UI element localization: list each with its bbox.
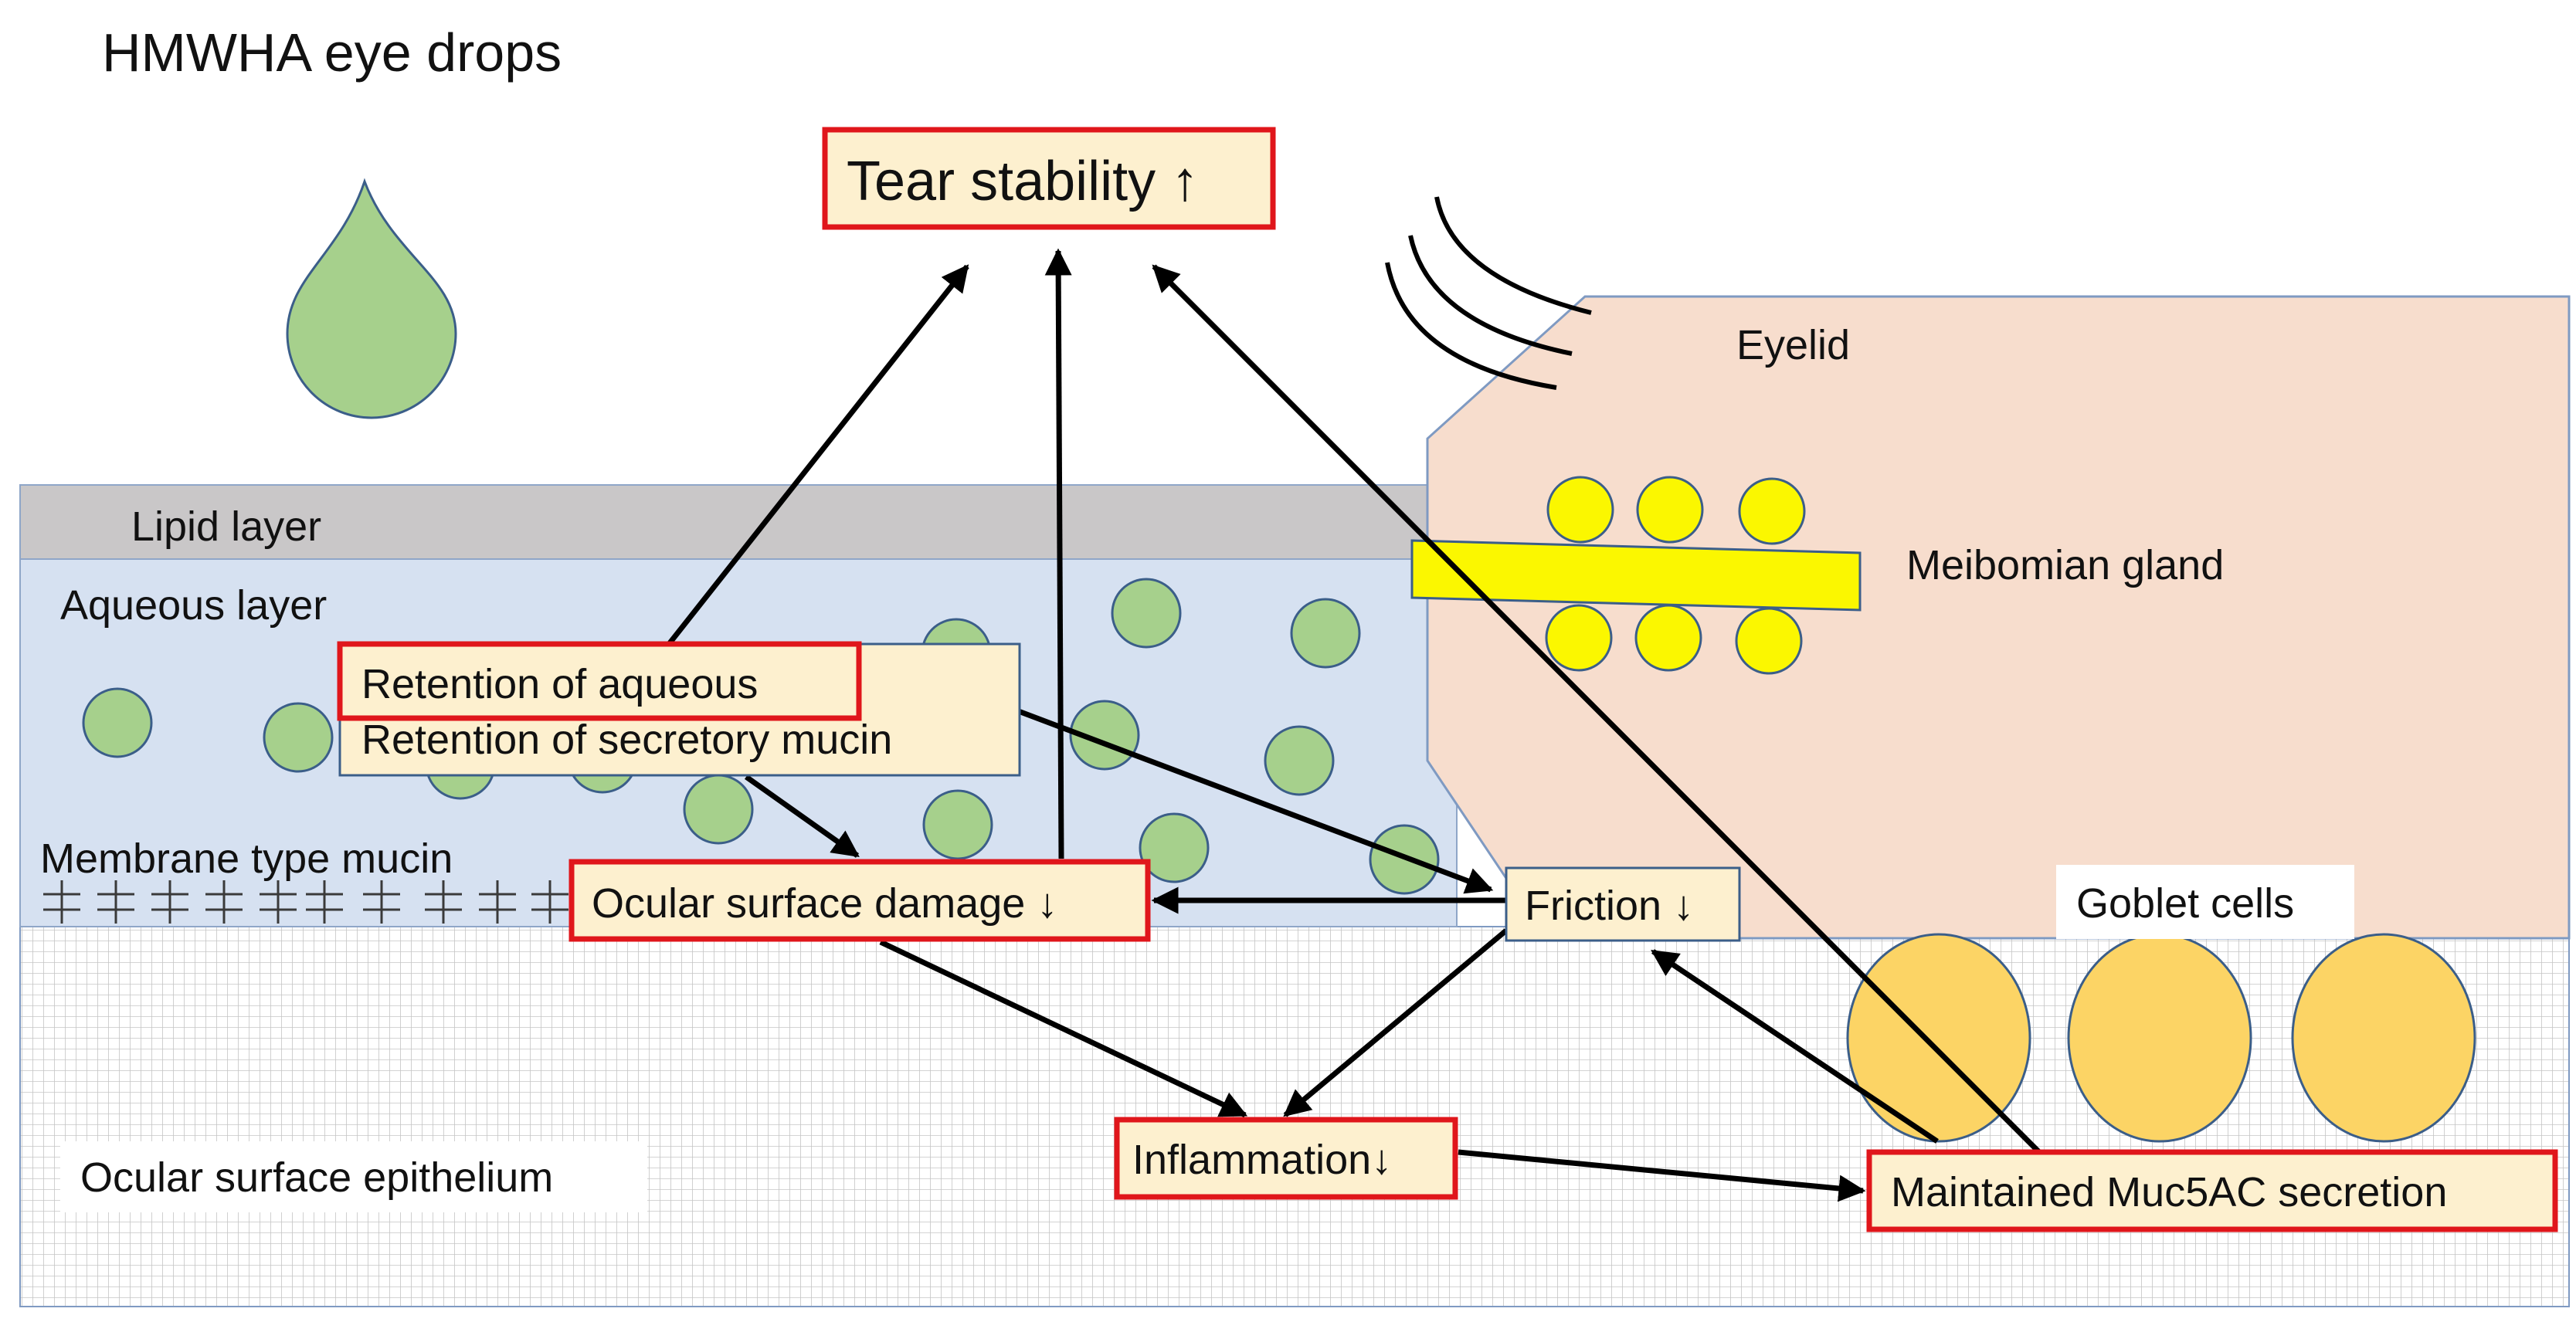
- eye-drop-icon: [286, 178, 457, 419]
- retention-mucin-label: Retention of secretory mucin: [361, 717, 892, 763]
- membrane-mucin-marks: [43, 880, 568, 924]
- diagram-title: HMWHA eye drops: [102, 22, 562, 83]
- goblet-cell: [2067, 933, 2252, 1143]
- friction-box: Friction ↓: [1505, 866, 1741, 942]
- arrow-retention-to-damage: [744, 775, 860, 858]
- aqueous-particle: [263, 702, 334, 773]
- goblet-cells: [1846, 933, 2476, 1143]
- meibomian-gland-shape: [1410, 476, 1862, 675]
- aqueous-particle: [922, 789, 993, 860]
- ocular-damage-label: Ocular surface damage ↓: [592, 880, 1057, 927]
- friction-label: Friction ↓: [1525, 883, 1694, 929]
- muc5ac-box: Maintained Muc5AC secretion: [1866, 1149, 2558, 1232]
- goblet-label-bg: [2056, 865, 2354, 939]
- goblet-cell: [1846, 933, 2031, 1143]
- arrow-damage-to-inflammation: [879, 939, 1248, 1118]
- arrow-damage-to-tear: [1044, 248, 1072, 859]
- epithelium-label: Ocular surface epithelium: [80, 1154, 553, 1201]
- aqueous-particle: [1111, 578, 1182, 649]
- arrow-friction-to-inflammation: [1283, 928, 1509, 1117]
- muc5ac-label: Maintained Muc5AC secretion: [1891, 1169, 2447, 1215]
- aqueous-particle: [1264, 725, 1335, 796]
- arrow-muc5ac-to-tear: [1152, 264, 2041, 1154]
- aqueous-particle: [1139, 812, 1210, 883]
- aqueous-particle: [1290, 598, 1361, 669]
- goblet-cell: [2291, 933, 2476, 1143]
- flow-arrows: [667, 248, 2041, 1202]
- epithelium-label-bg: [60, 1141, 647, 1212]
- aqueous-layer-label: Aqueous layer: [60, 582, 327, 629]
- arrow-retention-to-friction: [1015, 707, 1494, 894]
- lipid-layer: [19, 484, 1458, 560]
- aqueous-particle: [683, 774, 754, 845]
- lipid-layer-label: Lipid layer: [131, 503, 321, 550]
- retention-aqueous-label: Retention of aqueous: [361, 661, 758, 707]
- membrane-mucin-label: Membrane type mucin: [40, 836, 453, 882]
- eyelash-icon: [1385, 196, 1592, 390]
- arrow-aqueous-to-tear: [667, 264, 969, 646]
- ocular-damage-box: Ocular surface damage ↓: [568, 859, 1151, 942]
- arrow-muc5ac-to-friction: [1651, 949, 1939, 1144]
- tear-stability-label: Tear stability ↑: [847, 151, 1199, 212]
- arrow-inflammation-to-muc5ac: [1458, 1149, 1866, 1202]
- inflammation-box: Inflammation↓: [1114, 1117, 1458, 1200]
- aqueous-particle: [82, 687, 153, 758]
- meibomian-gland-label: Meibomian gland: [1906, 542, 2224, 588]
- goblet-cells-label: Goblet cells: [2076, 880, 2294, 927]
- tear-stability-box: Tear stability ↑: [822, 127, 1276, 230]
- inflammation-label: Inflammation↓: [1132, 1137, 1392, 1183]
- eyelid-label: Eyelid: [1736, 322, 1850, 368]
- retention-box: Retention of aqueous Retention of secret…: [337, 641, 1021, 777]
